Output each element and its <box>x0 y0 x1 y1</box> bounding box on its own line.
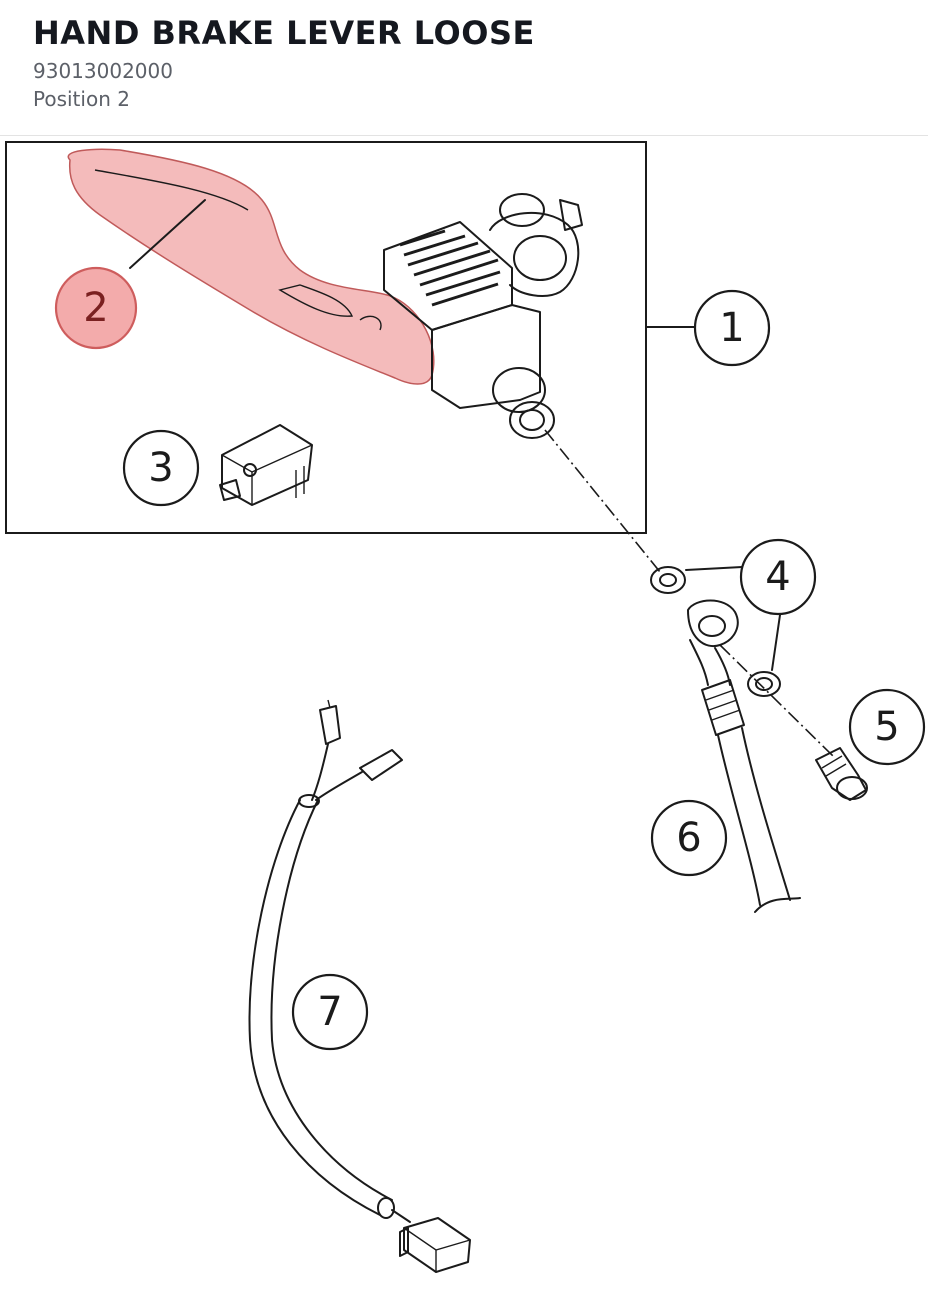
wiring-harness[interactable] <box>248 699 471 1273</box>
callout-7-label: 7 <box>317 989 342 1035</box>
callout-7[interactable]: 7 <box>291 973 369 1051</box>
leader-line-4b <box>771 614 781 671</box>
assembly-axis-line <box>544 429 661 573</box>
sealing-washers[interactable] <box>650 566 781 697</box>
callout-3-label: 3 <box>148 445 173 491</box>
brake-lever-part[interactable] <box>67 148 435 385</box>
callout-3[interactable]: 3 <box>122 429 200 507</box>
reservoir-label-text <box>399 229 501 307</box>
leader-line-4a <box>685 566 743 571</box>
callout-5-label: 5 <box>874 704 899 750</box>
brake-light-switch[interactable] <box>219 424 313 506</box>
leader-line-2 <box>129 199 206 269</box>
exploded-parts-diagram: 2 1 3 4 5 6 7 <box>5 141 926 1273</box>
callout-1[interactable]: 1 <box>693 289 771 367</box>
position-label: Position 2 <box>33 87 130 111</box>
callout-2-label: 2 <box>83 285 108 331</box>
brake-line[interactable] <box>687 599 801 913</box>
part-number: 93013002000 <box>33 59 173 83</box>
assembly-frame <box>5 141 647 534</box>
header: HAND BRAKE LEVER LOOSE 93013002000 Posit… <box>0 0 928 136</box>
assembly-axis-line-2 <box>719 644 836 759</box>
master-cylinder[interactable] <box>383 193 583 439</box>
callout-5[interactable]: 5 <box>848 688 926 766</box>
callout-1-label: 1 <box>719 305 744 351</box>
bleed-screw[interactable] <box>815 747 868 801</box>
callout-6[interactable]: 6 <box>650 799 728 877</box>
page-title: HAND BRAKE LEVER LOOSE <box>33 14 535 52</box>
callout-6-label: 6 <box>676 815 701 861</box>
callout-2[interactable]: 2 <box>54 266 138 350</box>
callout-4-label: 4 <box>765 554 790 600</box>
callout-4[interactable]: 4 <box>739 538 817 616</box>
